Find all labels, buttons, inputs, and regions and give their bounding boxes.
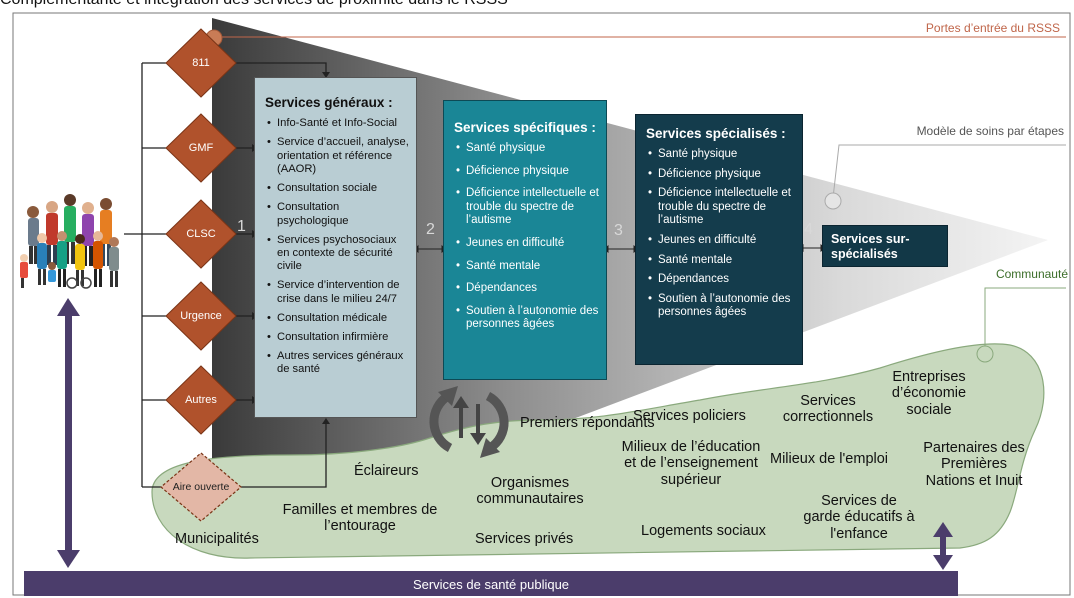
community-garde: Services de garde éducatifs à l'enfance xyxy=(803,493,915,542)
community-services-policiers: Services policiers xyxy=(633,408,746,424)
step-number-2: 2 xyxy=(426,221,435,238)
list-item: Info-Santé et Info-Social xyxy=(267,117,410,130)
cycle-arrows-icon xyxy=(429,386,509,458)
community-emploi: Milieux de l'emploi xyxy=(770,451,889,467)
entry-bracket xyxy=(124,62,327,488)
list-item: Santé physique xyxy=(456,142,600,156)
community-organismes: Organismes communautaires xyxy=(476,475,584,508)
services-specifiques-box: Services spécifiques : Santé physique Dé… xyxy=(443,100,607,380)
list-item: Santé mentale xyxy=(648,254,796,268)
communaute-dot xyxy=(976,345,994,363)
list-item: Consultation psychologique xyxy=(267,201,410,227)
services-generaux-title: Services généraux : xyxy=(265,95,393,110)
page-title: Complémentarité et intégration des servi… xyxy=(0,0,508,9)
community-blob xyxy=(151,343,1045,559)
community-services-prives: Services privés xyxy=(475,531,574,547)
community-education: Milieux de l’éducation et de l’enseignem… xyxy=(621,439,761,488)
step-number-3: 3 xyxy=(614,222,623,239)
community-logements: Logements sociaux xyxy=(641,523,766,539)
list-item: Déficience physique xyxy=(456,165,600,179)
community-entreprises: Entreprises d’économie sociale xyxy=(891,369,967,418)
right-double-arrow xyxy=(933,522,953,570)
services-specialises-box: Services spécialisés : Santé physique Dé… xyxy=(635,114,803,365)
list-item: Dépendances xyxy=(456,282,600,296)
services-sur-specialises-box: Services sur-spécialisés xyxy=(822,225,948,267)
entry-gmf-label[interactable]: GMF xyxy=(188,142,214,154)
entry-aire-ouverte-label[interactable]: Aire ouverte xyxy=(172,481,230,493)
list-item: Déficience physique xyxy=(648,168,796,182)
left-double-arrow xyxy=(57,298,80,568)
services-specifiques-title: Services spécifiques : xyxy=(454,120,596,135)
list-item: Service d’intervention de crise dans le … xyxy=(267,279,410,305)
entry-clsc-label[interactable]: CLSC xyxy=(186,228,216,240)
services-specifiques-list: Santé physique Déficience physique Défic… xyxy=(454,142,600,332)
list-item: Soutien à l’autonomie des personnes âgée… xyxy=(648,293,796,320)
community-eclaireurs: Éclaireurs xyxy=(354,463,419,479)
community-partenaires: Partenaires des Premières Nations et Inu… xyxy=(923,440,1025,489)
list-item: Santé mentale xyxy=(456,260,600,274)
list-item: Déficience intellectuelle et trouble du … xyxy=(456,187,600,228)
community-familles: Familles et membres de l’entourage xyxy=(282,502,438,535)
public-health-bar: Services de santé publique xyxy=(24,571,958,596)
services-specialises-title: Services spécialisés : xyxy=(646,126,786,141)
list-item: Jeunes en difficulté xyxy=(648,234,796,248)
list-item: Autres services généraux de santé xyxy=(267,350,410,376)
funnel-cone xyxy=(212,18,1048,555)
community-premiers-repondants: Premiers répondants xyxy=(520,415,655,431)
aire-ouverte-diamond xyxy=(160,452,242,522)
entry-urgence-label[interactable]: Urgence xyxy=(180,310,222,322)
list-item: Consultation infirmière xyxy=(267,331,410,344)
services-generaux-box: Services généraux : Info-Santé et Info-S… xyxy=(254,77,417,418)
people-crowd-image xyxy=(20,194,119,289)
communaute-line xyxy=(984,287,1066,353)
portes-annotation: Portes d’entrée du RSSS xyxy=(925,21,1060,35)
list-item: Dépendances xyxy=(648,273,796,287)
community-municipalites: Municipalités xyxy=(175,531,259,547)
list-item: Santé physique xyxy=(648,148,796,162)
list-item: Consultation sociale xyxy=(267,182,410,195)
community-services-correctionnels: Services correctionnels xyxy=(782,393,874,426)
modele-dot xyxy=(824,192,842,210)
step-number-4: 4 xyxy=(804,221,813,238)
modele-annotation: Modèle de soins par étapes xyxy=(916,124,1064,138)
modele-line xyxy=(832,144,1066,199)
services-specialises-list: Santé physique Déficience physique Défic… xyxy=(646,148,796,320)
list-item: Consultation médicale xyxy=(267,312,410,325)
list-item: Jeunes en difficulté xyxy=(456,237,600,251)
list-item: Soutien à l’autonomie des personnes âgée… xyxy=(456,305,600,332)
entry-autres-label[interactable]: Autres xyxy=(185,394,217,406)
services-generaux-list: Info-Santé et Info-Social Service d’accu… xyxy=(265,117,410,377)
entry-811-label[interactable]: 811 xyxy=(192,57,210,69)
list-item: Service d’accueil, analyse, orientation … xyxy=(267,136,410,176)
communaute-annotation: Communauté xyxy=(995,267,1068,281)
list-item: Services psychosociaux en contexte de sé… xyxy=(267,234,410,274)
list-item: Déficience intellectuelle et trouble du … xyxy=(648,187,796,228)
entry-diamonds xyxy=(165,28,237,435)
step-number-1: 1 xyxy=(237,218,246,235)
